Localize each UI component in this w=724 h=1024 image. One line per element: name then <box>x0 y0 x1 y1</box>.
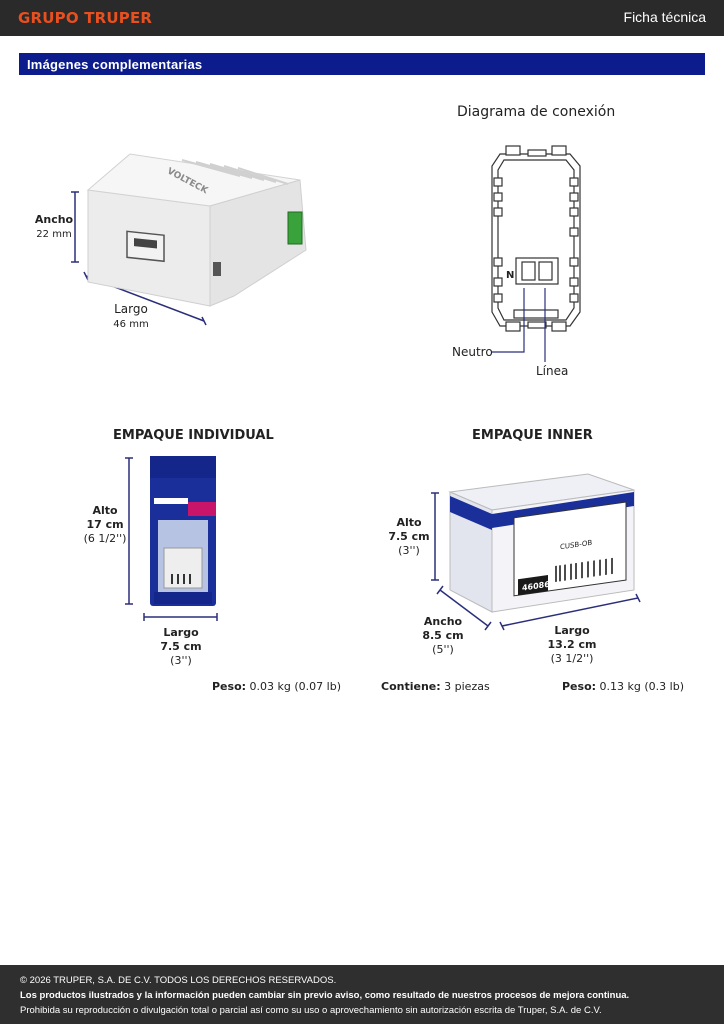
neutral-mark: N <box>506 270 514 281</box>
footer-prohibition: Prohibida su reproducción o divulgación … <box>20 1005 602 1016</box>
box-code: 46086 <box>522 580 550 593</box>
brand-logo: GRUPO TRUPER <box>18 9 153 27</box>
inner-dimension-lines <box>431 492 641 631</box>
box-model: CUSB-OB <box>560 538 592 552</box>
blister-pack-icon <box>150 456 216 606</box>
linea-label: Línea <box>536 364 569 378</box>
inner-peso: Peso: 0.13 kg (0.3 lb) <box>562 680 684 693</box>
header-bar: GRUPO TRUPER Ficha técnica <box>0 0 724 36</box>
inner-package-title: EMPAQUE INNER <box>472 428 593 443</box>
footer: © 2026 TRUPER, S.A. DE C.V. TODOS LOS DE… <box>0 965 724 1024</box>
individual-peso: Peso: 0.03 kg (0.07 lb) <box>212 680 341 693</box>
volteck-brand-mark: VOLTECK <box>165 166 210 196</box>
section-header: Imágenes complementarias <box>19 53 705 75</box>
individual-package-title: EMPAQUE INDIVIDUAL <box>113 428 274 443</box>
section-title: Imágenes complementarias <box>27 57 203 72</box>
neutro-label: Neutro <box>452 345 493 359</box>
usb-module-icon: VOLTECK <box>86 153 307 307</box>
footer-notice: Los productos ilustrados y la informació… <box>20 990 630 1001</box>
diagram-title: Diagrama de conexión <box>457 104 616 120</box>
footer-copyright: © 2026 TRUPER, S.A. DE C.V. TODOS LOS DE… <box>20 975 337 986</box>
inner-contiene: Contiene: 3 piezas <box>381 680 490 693</box>
individual-dimension-lines <box>125 457 218 621</box>
document-type: Ficha técnica <box>623 9 706 25</box>
inner-box-icon: 46086 CUSB-OB <box>448 473 635 613</box>
